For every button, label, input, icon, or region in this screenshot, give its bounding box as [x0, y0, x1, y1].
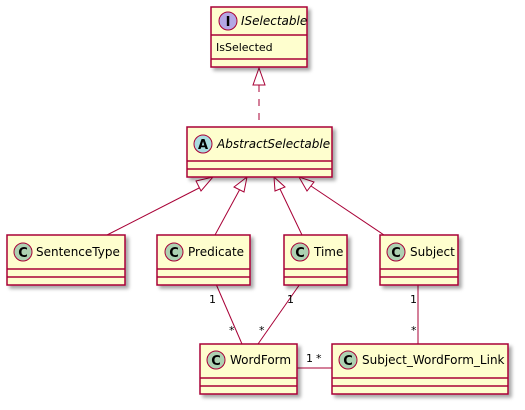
inheritance-line-time [279, 188, 303, 236]
class-icon: C [338, 350, 358, 370]
abstract-icon: A [193, 134, 213, 154]
class-name-predicate: Predicate [188, 245, 244, 259]
interface-icon: I [218, 11, 238, 31]
inheritance-line-subject [310, 185, 385, 236]
mult-subject-end: 1 [410, 293, 417, 306]
class-name-subject: Subject [410, 245, 455, 259]
svg-text:C: C [211, 354, 221, 369]
class-name-abstractselectable: AbstractSelectable [216, 137, 330, 151]
mult-wordform-link-to: * [316, 352, 322, 365]
class-icon: C [13, 242, 33, 262]
class-name-sentencetype: SentenceType [36, 245, 120, 259]
class-icon: C [206, 350, 226, 370]
svg-text:I: I [226, 15, 231, 30]
realization-arrowhead [252, 66, 266, 86]
svg-text:C: C [169, 246, 179, 261]
class-icon: C [164, 242, 184, 262]
association-predicate-wordform [215, 283, 243, 345]
association-time-wordform [257, 283, 301, 345]
mult-subject-link-end: * [411, 324, 417, 337]
class-name-time: Time [313, 245, 343, 259]
svg-text:C: C [391, 246, 401, 261]
svg-text:C: C [295, 246, 305, 261]
inheritance-line-sentencetype [106, 186, 202, 236]
inheritance-arrowhead-subject [297, 176, 315, 192]
attribute-isselected: IsSelected [216, 41, 273, 54]
inheritance-arrowhead-time [273, 175, 286, 192]
mult-wordform-link-from: 1 [306, 352, 313, 365]
class-name-subject-wordform-link: Subject_WordForm_Link [362, 353, 505, 367]
class-name-iselectable: ISelectable [241, 14, 307, 28]
inheritance-arrowhead-sentencetype [195, 176, 215, 192]
class-subject-wordform-link [331, 343, 509, 395]
svg-text:C: C [343, 354, 353, 369]
mult-time-end: 1 [287, 293, 294, 306]
mult-predicate-end: 1 [209, 293, 216, 306]
class-icon: C [290, 242, 310, 262]
class-name-wordform: WordForm [230, 353, 291, 367]
svg-text:C: C [18, 246, 28, 261]
mult-time-wordform-end: * [259, 324, 265, 337]
svg-text:A: A [198, 138, 208, 153]
mult-predicate-wordform-end: * [229, 324, 235, 337]
class-icon: C [386, 242, 406, 262]
class-time [283, 234, 348, 286]
inheritance-arrowhead-predicate [233, 175, 248, 193]
inheritance-line-predicate [214, 188, 241, 236]
class-abstractselectable [186, 126, 333, 178]
